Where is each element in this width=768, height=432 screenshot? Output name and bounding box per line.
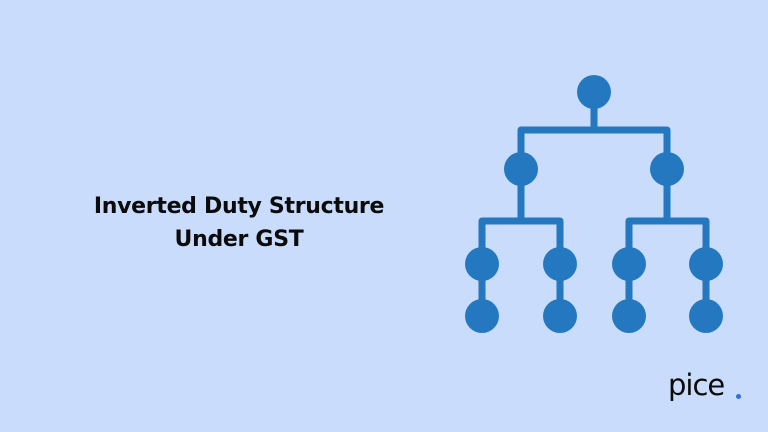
page-title: Inverted Duty Structure Under GST [60,190,418,256]
tree-node-l3-4 [689,247,723,281]
tree-node-l3-3 [612,247,646,281]
tree-node-l3-1 [465,247,499,281]
tree-node-l3-2 [543,247,577,281]
title-line-1: Inverted Duty Structure [93,194,385,219]
tree-node-l4-3 [612,299,646,333]
pice-logo: pice [668,368,725,402]
tree-node-l2-right [650,152,684,186]
tree-node-l4-4 [689,299,723,333]
tree-node-root [577,75,611,109]
tree-node-l2-left [504,152,538,186]
logo-dot-icon [736,394,741,399]
tree-node-l4-1 [465,299,499,333]
tree-node-l4-2 [543,299,577,333]
title-line-2: Under GST [174,227,304,252]
